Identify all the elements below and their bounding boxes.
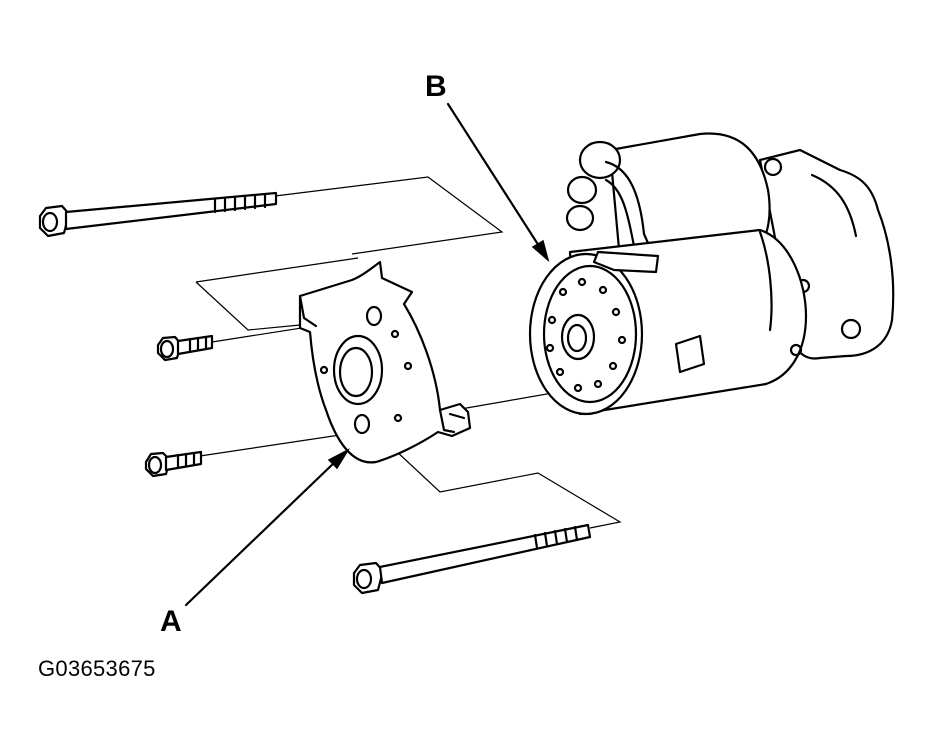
bracket-a bbox=[298, 260, 472, 464]
short-bolt-lower bbox=[144, 450, 203, 478]
arrow-a bbox=[184, 448, 351, 607]
figure-id: G03653675 bbox=[38, 656, 156, 681]
short-bolt-upper bbox=[156, 334, 214, 362]
callout-label-b: B bbox=[425, 70, 447, 103]
starter-motor-b bbox=[528, 132, 895, 416]
arrow-b bbox=[446, 102, 550, 263]
long-bolt-upper bbox=[38, 191, 278, 238]
long-bolt-lower bbox=[352, 523, 592, 595]
callout-label-a: A bbox=[160, 605, 182, 638]
